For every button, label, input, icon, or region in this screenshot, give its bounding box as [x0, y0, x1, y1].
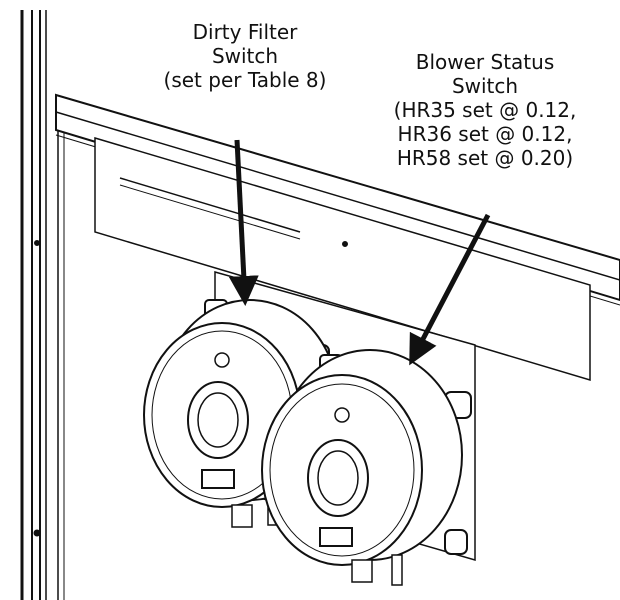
blower-status-callout-line-1: Blower Status — [415, 50, 555, 74]
blower-status-callout-line-5: HR58 set @ 0.20) — [396, 146, 574, 170]
dirty-filter-callout-line-1: Dirty Filter — [192, 20, 298, 44]
blower-status-callout-line-3: (HR35 set @ 0.12, — [393, 98, 577, 122]
blower-status-arrow — [409, 213, 491, 366]
dirty-filter-callout-line-2: Switch — [211, 44, 279, 68]
dirty-filter-arrow — [228, 139, 259, 306]
dirty-filter-callout-line-3: (set per Table 8) — [163, 68, 327, 92]
inner-frame — [57, 95, 65, 600]
dirty-filter-callout: Dirty Filter Switch (set per Table 8) — [125, 20, 365, 92]
blower-status-callout-line-2: Switch — [451, 74, 519, 98]
blower-status-switch — [261, 349, 472, 586]
mounting-bracket — [94, 136, 591, 382]
left-frame — [20, 10, 47, 600]
blower-status-callout: Blower Status Switch (HR35 set @ 0.12, H… — [360, 50, 610, 170]
blower-status-callout-line-4: HR36 set @ 0.12, — [397, 122, 573, 146]
